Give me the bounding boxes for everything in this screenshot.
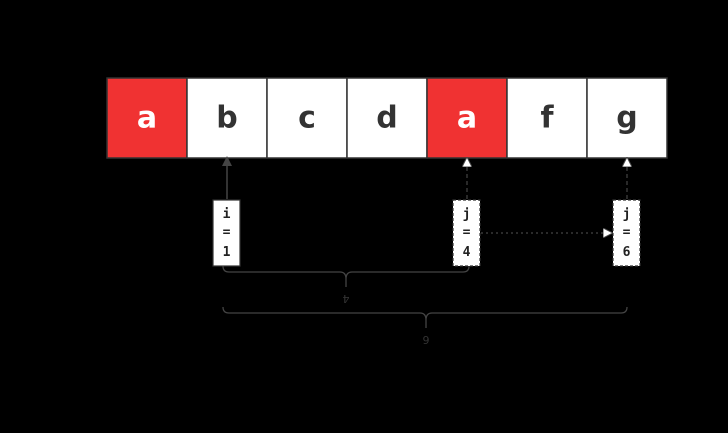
array-cell-char: g <box>616 101 637 136</box>
long-window-brace <box>222 306 628 328</box>
array-cell-char: d <box>376 101 397 136</box>
array-cell: c <box>266 77 348 159</box>
j-new-pointer-equals: = <box>623 225 631 240</box>
short-window-label: 4 <box>343 292 350 305</box>
j-old-pointer-box: j = 4 <box>452 199 481 267</box>
array-cell-box <box>106 77 188 159</box>
j-old-pointer-equals: = <box>463 225 471 240</box>
array-cell-box <box>506 77 588 159</box>
array-cell: g <box>586 77 668 159</box>
short-window-brace <box>222 265 470 287</box>
j-new-pointer-box: j = 6 <box>612 199 641 267</box>
j-old-pointer-value: 4 <box>463 245 471 260</box>
i-pointer-value: 1 <box>223 245 231 260</box>
array-cell-char: b <box>216 101 237 136</box>
long-window-label: 6 <box>423 333 430 346</box>
array-cell: b <box>186 77 268 159</box>
i-pointer-var: i <box>223 207 231 222</box>
array-cell-char: a <box>137 101 157 136</box>
array-cell: d <box>346 77 428 159</box>
array-cell-box <box>266 77 348 159</box>
i-pointer-box: i = 1 <box>212 199 241 267</box>
j-new-pointer-var: j <box>623 207 631 222</box>
array-cell-char: c <box>298 101 316 136</box>
array-cell-box <box>186 77 268 159</box>
j-new-pointer-value: 6 <box>623 245 631 260</box>
array-cell-char: f <box>540 101 554 136</box>
array-cell: a <box>106 77 188 159</box>
array-cell-char: a <box>457 101 477 136</box>
j-old-pointer-var: j <box>463 207 471 222</box>
i-pointer-equals: = <box>223 225 231 240</box>
array-cell: a <box>426 77 508 159</box>
array-cell: f <box>506 77 588 159</box>
